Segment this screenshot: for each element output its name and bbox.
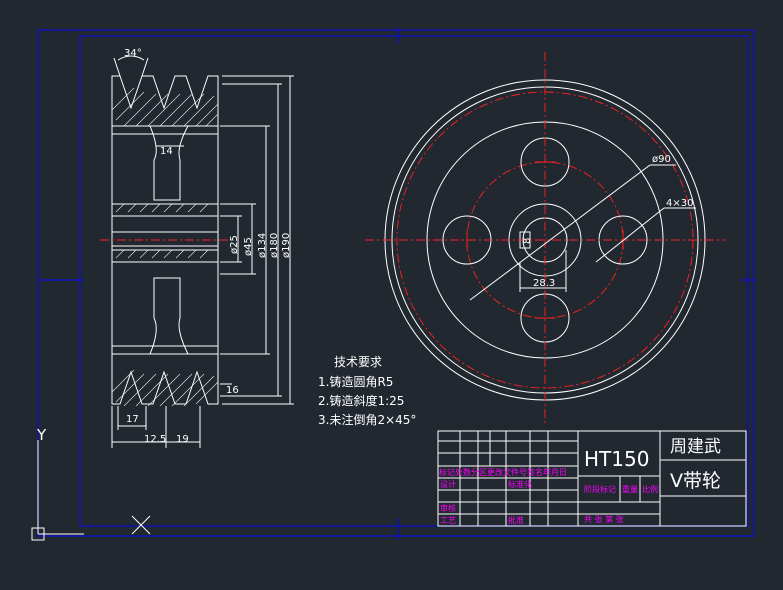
inner-frame bbox=[79, 35, 749, 527]
dim-d45: ø45 bbox=[243, 237, 254, 256]
tb-design: 设计 bbox=[440, 479, 456, 489]
tb-weight: 重量 bbox=[622, 484, 638, 494]
dim-d90: ø90 bbox=[652, 154, 671, 165]
dim-19: 19 bbox=[176, 434, 189, 445]
dim-d134: ø134 bbox=[257, 233, 268, 258]
hatch-rim-top bbox=[111, 87, 219, 127]
horizontal-dimensions bbox=[111, 145, 232, 448]
tb-review: 审核 bbox=[440, 503, 456, 513]
tb-standardize: 标准化 bbox=[508, 479, 532, 489]
dim-holes: 4×30 bbox=[666, 198, 693, 209]
section-view bbox=[100, 55, 294, 448]
outer-frame bbox=[37, 29, 755, 537]
vertical-dimensions bbox=[220, 75, 294, 405]
web-bottom bbox=[149, 277, 189, 355]
hatch-hub bbox=[115, 203, 209, 259]
tb-process: 工艺 bbox=[440, 516, 456, 525]
rim-bottom-profile bbox=[111, 353, 219, 405]
dim-12-5: 12.5 bbox=[144, 434, 166, 445]
hub-bottom bbox=[111, 249, 219, 263]
tb-approve: 批准 bbox=[508, 515, 524, 525]
hub-top bbox=[111, 203, 219, 217]
tb-header-row: 标记处数分区更改文件号签名年月日 bbox=[439, 467, 567, 477]
tb-stage-mark: 阶段标记 bbox=[584, 484, 616, 494]
notes-item-2: 2.铸造斜度1:25 bbox=[318, 393, 404, 408]
dim-17: 17 bbox=[126, 414, 139, 425]
tb-scale: 比例 bbox=[642, 484, 658, 494]
title-block bbox=[437, 430, 747, 527]
ucs-icon bbox=[31, 440, 84, 541]
dim-d190: ø190 bbox=[281, 233, 292, 258]
notes-item-1: 1.铸造圆角R5 bbox=[318, 374, 393, 389]
dim-d180: ø180 bbox=[269, 233, 280, 258]
leader-holes bbox=[595, 207, 665, 263]
angle-arc bbox=[117, 55, 145, 61]
notes-title: 技术要求 bbox=[334, 355, 382, 369]
tb-sheet-info: 共 张 第 张 bbox=[584, 514, 624, 524]
web-top bbox=[149, 125, 189, 201]
crosshair-cursor bbox=[131, 515, 151, 535]
rim-top-profile bbox=[111, 75, 219, 127]
leader-d90 bbox=[469, 164, 651, 301]
dim-28-3: 28.3 bbox=[533, 278, 555, 289]
dim-d25: ø25 bbox=[229, 235, 240, 254]
material-label: HT150 bbox=[584, 447, 649, 471]
front-view bbox=[365, 52, 725, 425]
part-name: V带轮 bbox=[670, 470, 721, 492]
ucs-y-label: Y bbox=[36, 426, 47, 444]
notes-item-3: 3.未注倒角2×45° bbox=[318, 412, 416, 427]
dim-key-8: 8 bbox=[522, 238, 533, 244]
designer-name: 周建武 bbox=[670, 437, 721, 457]
dim-16: 16 bbox=[226, 385, 239, 396]
dim-14: 14 bbox=[160, 146, 173, 157]
dim-angle: 34° bbox=[124, 48, 142, 59]
